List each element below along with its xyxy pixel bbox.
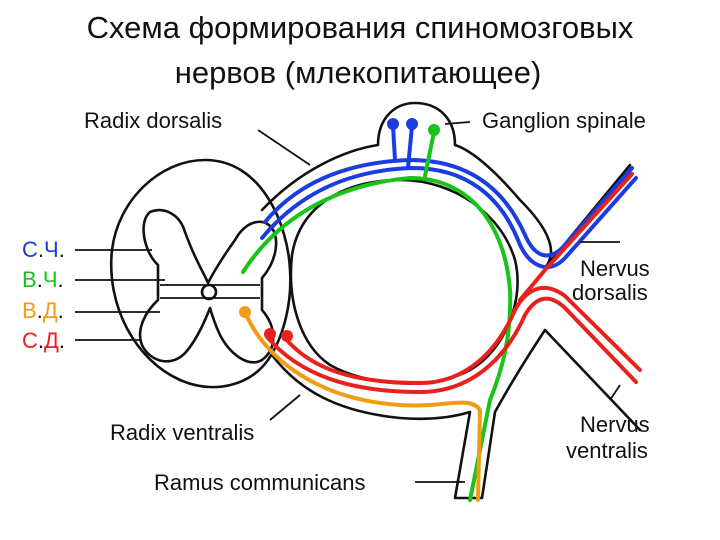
label-ganglion-spinale: Ganglion spinale (482, 108, 646, 133)
fiber-somatic-motor-2 (283, 286, 642, 385)
fiber-somatic-sensory-1 (263, 158, 634, 258)
leader-lines (75, 121, 621, 483)
label-nervus-ventralis-2: ventralis (566, 438, 648, 463)
gray-matter-outline (138, 208, 278, 364)
neuron-body-red-2 (281, 330, 293, 342)
neuron-body-green (428, 124, 440, 136)
leader-radix-dorsalis (257, 129, 311, 166)
legend-letter-2: Д (44, 328, 59, 353)
legend-letter-2: Д (43, 298, 58, 323)
legend-letter-1: С (22, 328, 38, 353)
spinal-cord-outline (109, 158, 292, 389)
legend-item: В.Д. (22, 298, 64, 323)
leader-ganglion-spinale (444, 121, 471, 125)
legend-item: В.Ч. (22, 267, 64, 292)
legend-letter-2: Ч (44, 237, 59, 262)
label-ramus-communicans: Ramus communicans (154, 470, 366, 495)
legend-item: С.Д. (22, 328, 65, 353)
legend-letter-2: Ч (43, 267, 58, 292)
neuron-body-red-1 (264, 328, 276, 340)
fiber-visceral-motor (243, 310, 482, 502)
title-line-2: нервов (млекопитающее) (175, 55, 542, 90)
label-radix-ventralis: Radix ventralis (110, 420, 254, 445)
neuron-body-orange (239, 306, 251, 318)
label-nervus-dorsalis-2: dorsalis (572, 280, 648, 305)
legend-letter-1: В (22, 298, 37, 323)
fiber-somatic-sensory-2 (260, 166, 638, 270)
central-canal (200, 283, 218, 301)
legend-letter-1: В (22, 267, 37, 292)
title-line-1: Схема формирования спиномозговых (87, 10, 634, 45)
spinal-cord-section (109, 158, 292, 389)
fiber-ganglion-stem-green (423, 130, 436, 178)
legend-letter-1: С (22, 237, 38, 262)
fiber-legend: С.Ч. В.Ч. В.Д. С.Д. (22, 237, 65, 353)
legend-item: С.Ч. (22, 237, 65, 262)
fiber-somatic-motor-1 (266, 296, 638, 394)
label-radix-dorsalis: Radix dorsalis (84, 108, 222, 133)
label-nervus-ventralis-1: Nervus (580, 412, 650, 437)
neuron-body-blue-2 (406, 118, 418, 130)
leader-nervus-ventralis (609, 384, 621, 401)
fibers (239, 118, 642, 502)
dorsal-root-outer (260, 101, 632, 270)
fiber-ganglion-stem-1 (391, 124, 397, 162)
fiber-somatic-motor-top (518, 172, 634, 302)
fiber-ganglion-stem-2 (406, 124, 414, 170)
leader-radix-ventralis (269, 394, 301, 421)
neuron-body-blue-1 (387, 118, 399, 130)
ventral-root-outer (270, 328, 642, 500)
label-nervus-dorsalis-1: Nervus (580, 256, 650, 281)
